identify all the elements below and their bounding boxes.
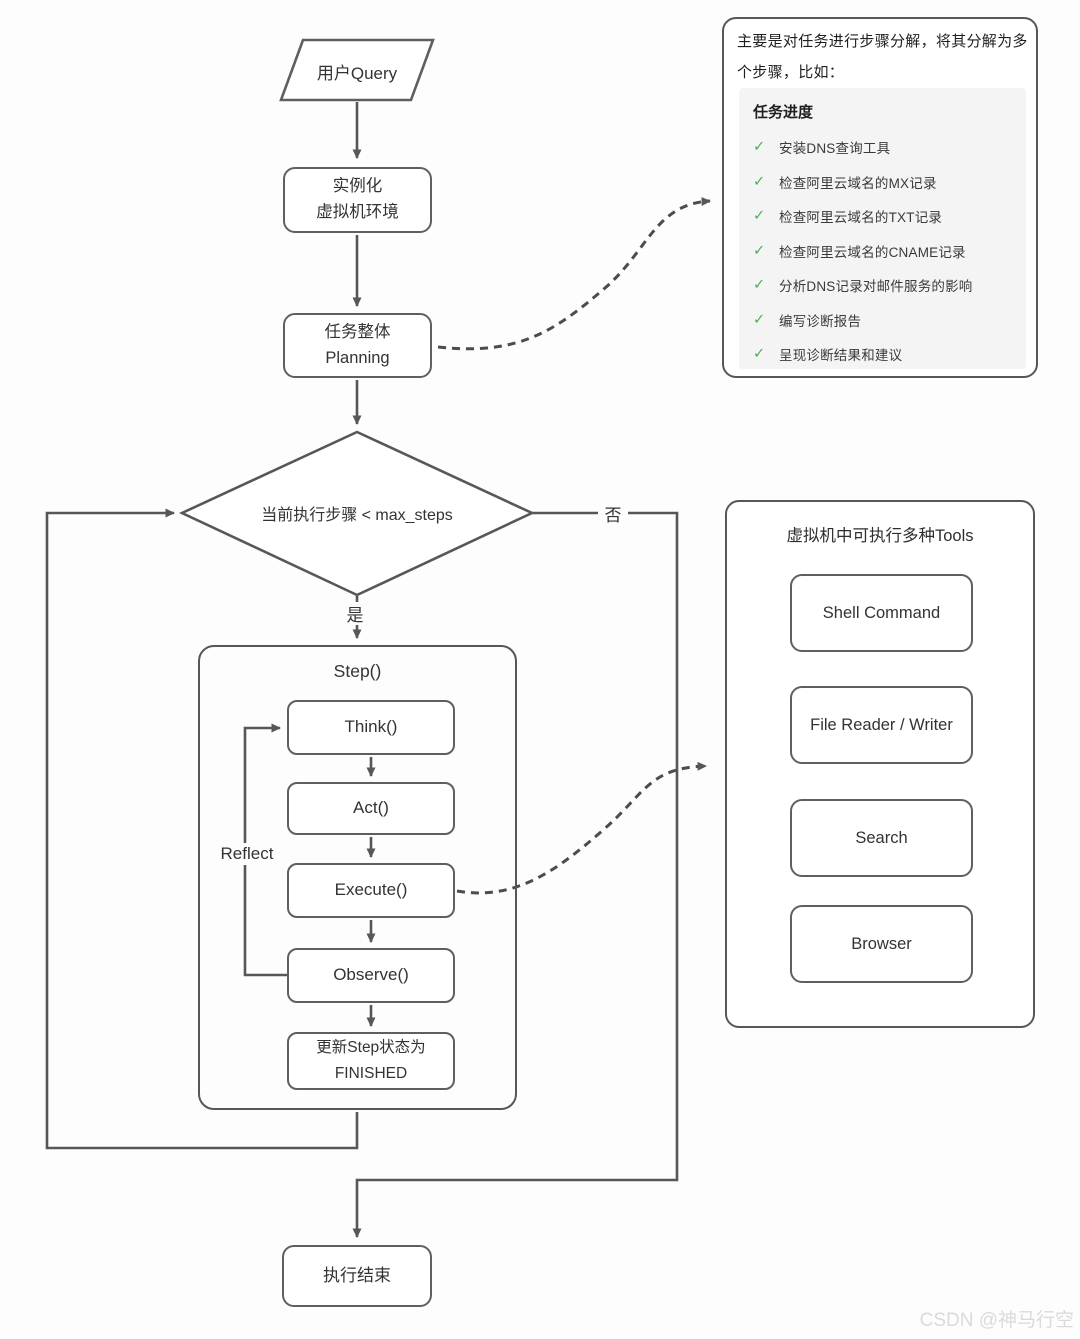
init-vm-line1: 实例化 (332, 177, 383, 196)
check-icon: ✓ (753, 242, 766, 259)
check-icon: ✓ (753, 277, 766, 294)
user-query-label: 用户Query (316, 63, 398, 83)
dashed-arrow-execute-to-tools-panel (456, 761, 707, 895)
act-node: Act() (287, 782, 455, 835)
task-progress-card: 任务进度 ✓ 安装DNS查询工具 ✓ 检查阿里云域名的MX记录 ✓ 检查阿里云域… (739, 88, 1026, 369)
planning-node: 任务整体 Planning (283, 313, 432, 378)
update-finished-node: 更新Step状态为 FINISHED (287, 1032, 455, 1090)
task-item-label: 检查阿里云域名的TXT记录 (779, 210, 943, 226)
planning-line1: 任务整体 (324, 322, 391, 341)
update-finished-line2: FINISHED (334, 1065, 408, 1082)
observe-node: Observe() (287, 948, 455, 1003)
task-item-label: 检查阿里云域名的MX记录 (779, 175, 937, 191)
check-icon: ✓ (753, 208, 766, 225)
execute-node: Execute() (287, 863, 455, 918)
arrow-step-loopback-to-condition (45, 508, 359, 1150)
planning-line2: Planning (325, 348, 390, 367)
arrow-condition-no-to-end (352, 511, 679, 1238)
condition-label: 当前执行步骤 < max_steps (261, 507, 453, 524)
tool-shell-command: Shell Command (790, 574, 973, 652)
tools-panel-title: 虚拟机中可执行多种Tools (786, 527, 974, 545)
think-node: Think() (287, 700, 455, 755)
reflect-label: Reflect (211, 843, 283, 865)
end-node: 执行结束 (282, 1245, 432, 1307)
update-finished-line1: 更新Step状态为 (316, 1038, 426, 1056)
task-item-label: 编写诊断报告 (779, 313, 862, 329)
csdn-watermark: CSDN @神马行空 (919, 1310, 1074, 1331)
tool-search: Search (790, 799, 973, 877)
check-icon: ✓ (753, 311, 766, 328)
step-container-title: Step() (333, 661, 382, 681)
task-progress-item: ✓ 检查阿里云域名的MX记录 (753, 165, 1012, 200)
plan-annotation-panel: 主要是对任务进行步骤分解，将其分解为多个步骤，比如： 任务进度 ✓ 安装DNS查… (722, 17, 1038, 378)
task-progress-item: ✓ 检查阿里云域名的CNAME记录 (753, 234, 1012, 269)
no-branch-label: 否 (598, 500, 628, 526)
task-progress-title: 任务进度 (753, 104, 814, 121)
condition-diamond (178, 430, 536, 597)
check-icon: ✓ (753, 139, 766, 156)
task-item-label: 安装DNS查询工具 (779, 141, 891, 157)
task-item-label: 呈现诊断结果和建议 (779, 348, 903, 364)
tool-file-reader-writer: File Reader / Writer (790, 686, 973, 764)
user-query-parallelogram (279, 38, 435, 102)
task-progress-item: ✓ 分析DNS记录对邮件服务的影响 (753, 268, 1012, 303)
task-progress-item: ✓ 编写诊断报告 (753, 303, 1012, 338)
plan-panel-intro: 主要是对任务进行步骤分解，将其分解为多个步骤，比如： (737, 33, 1028, 81)
task-progress-item: ✓ 检查阿里云域名的TXT记录 (753, 199, 1012, 234)
task-item-label: 检查阿里云域名的CNAME记录 (779, 244, 966, 260)
check-icon: ✓ (753, 346, 766, 363)
tool-browser: Browser (790, 905, 973, 983)
check-icon: ✓ (753, 173, 766, 190)
tools-panel: 虚拟机中可执行多种Tools Shell Command File Reader… (725, 500, 1035, 1028)
yes-branch-label: 是 (341, 602, 369, 625)
init-vm-node: 实例化 虚拟机环境 (283, 167, 432, 233)
task-progress-item: ✓ 安装DNS查询工具 (753, 130, 1012, 165)
task-progress-item: ✓ 呈现诊断结果和建议 (753, 337, 1012, 372)
step-container: Step() (198, 645, 517, 1110)
init-vm-line2: 虚拟机环境 (316, 203, 399, 221)
task-item-label: 分析DNS记录对邮件服务的影响 (779, 279, 973, 295)
dashed-arrow-planning-to-plan-panel (437, 196, 711, 351)
